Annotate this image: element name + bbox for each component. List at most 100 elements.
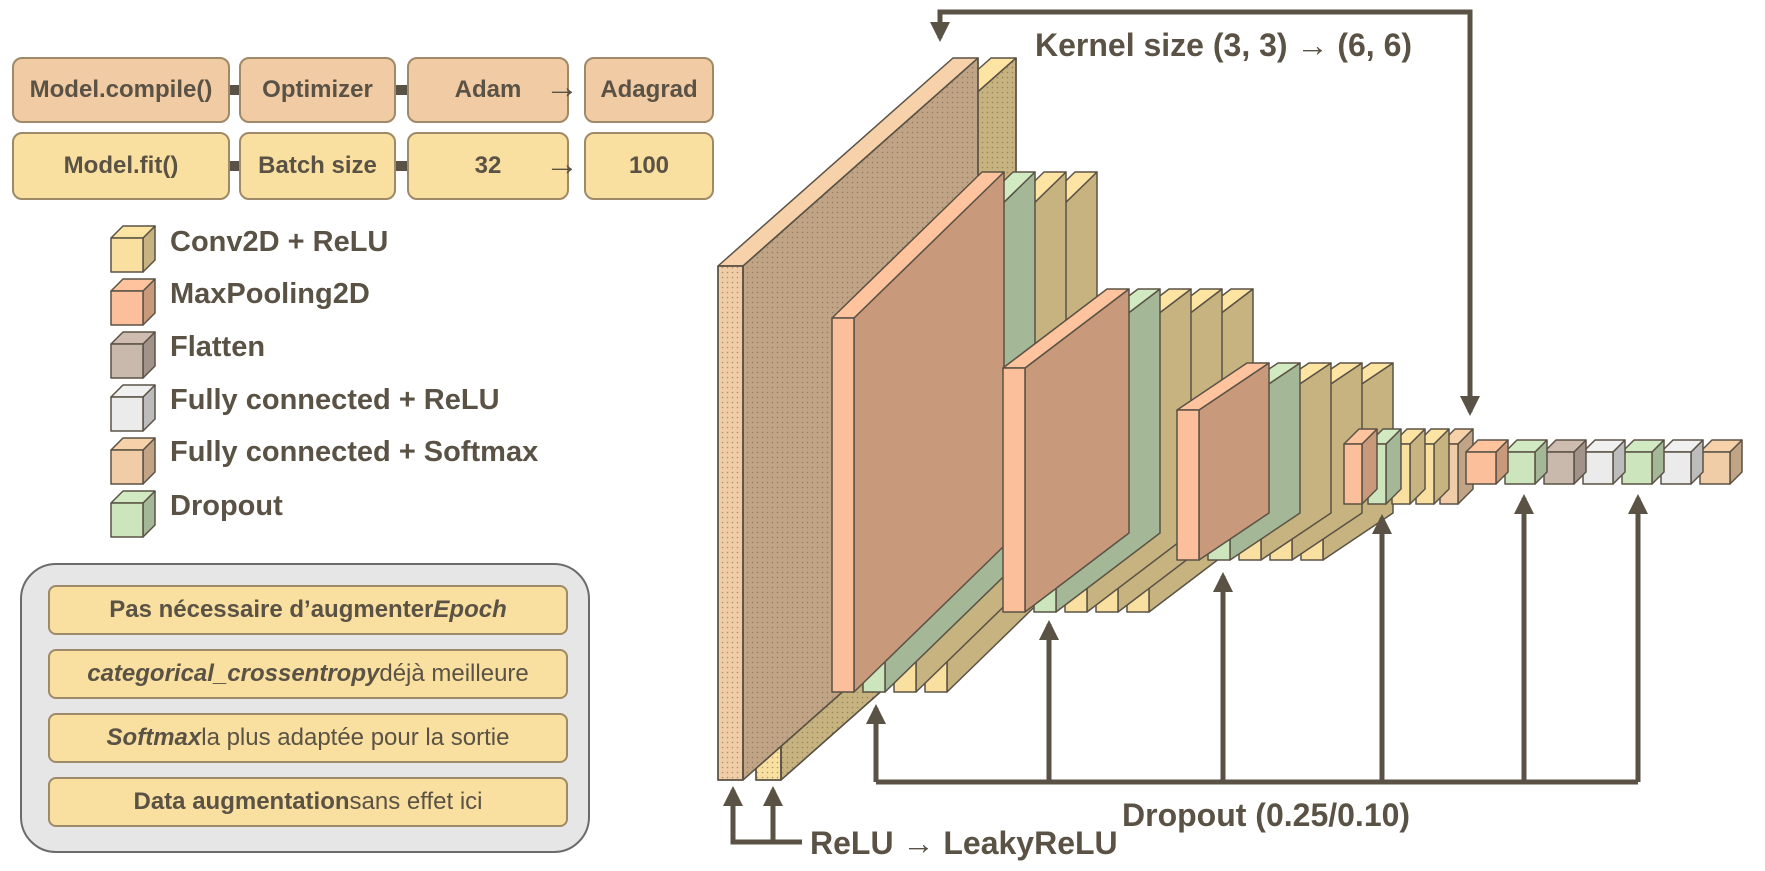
dropout-label: Dropout (0.25/0.10) bbox=[1122, 797, 1410, 833]
legend-label-dropout: Dropout bbox=[170, 490, 283, 522]
legend-label-flatten: Flatten bbox=[170, 331, 266, 363]
layer-top bbox=[1343, 428, 1378, 445]
layer-drop-2-1 bbox=[1033, 288, 1161, 613]
layer-side bbox=[915, 171, 1067, 693]
layer-side bbox=[1651, 439, 1665, 485]
layer-front bbox=[1064, 367, 1088, 613]
layer-front bbox=[110, 237, 144, 273]
layer-front-texture bbox=[755, 265, 782, 781]
layer-top bbox=[1699, 439, 1743, 453]
layer-side bbox=[1229, 362, 1301, 561]
layer-front bbox=[110, 502, 144, 538]
fit-method-box: Model.fit() bbox=[12, 132, 230, 200]
layer-pool-1-0 bbox=[831, 171, 1005, 693]
layer-conv-2-4 bbox=[1126, 288, 1254, 613]
layer-front bbox=[1033, 367, 1057, 613]
layer-drop-3-1 bbox=[1207, 362, 1301, 561]
layer-front bbox=[717, 265, 744, 781]
layer-top bbox=[1660, 439, 1704, 453]
right-arrow-icon: → bbox=[545, 68, 579, 106]
legend-cube-drop bbox=[110, 490, 156, 538]
layer-front bbox=[1367, 443, 1387, 505]
layer-dense-fcr-5 bbox=[1660, 439, 1704, 485]
layer-top bbox=[1269, 362, 1363, 411]
layer-conv-4-3 bbox=[1415, 428, 1450, 505]
layer-front bbox=[1504, 451, 1536, 485]
right-arrow-icon: → bbox=[545, 145, 579, 183]
note-item: categorical_crossentropy déjà meilleure bbox=[48, 649, 568, 699]
legend-label-conv2d: Conv2D + ReLU bbox=[170, 226, 389, 258]
layer-top bbox=[1176, 362, 1270, 411]
layer-front bbox=[924, 317, 948, 693]
layer-dense-pool-0 bbox=[1465, 439, 1509, 485]
layer-side bbox=[946, 171, 1098, 693]
layer-conv-2-3 bbox=[1095, 288, 1223, 613]
layer-dense-fcr-3 bbox=[1582, 439, 1626, 485]
layer-front bbox=[110, 396, 144, 432]
layer-front bbox=[110, 449, 144, 485]
layer-front bbox=[1176, 409, 1200, 561]
compile-method-box: Model.compile() bbox=[12, 57, 230, 123]
layer-conv-2-2 bbox=[1064, 288, 1192, 613]
layer-front bbox=[862, 317, 886, 693]
layer-conv-4-2 bbox=[1391, 428, 1426, 505]
legend-cube-pool bbox=[110, 278, 156, 326]
layer-conv-0-1 bbox=[755, 57, 1017, 781]
layer-side bbox=[1086, 288, 1192, 613]
connector bbox=[396, 161, 407, 171]
layer-top bbox=[831, 171, 1005, 319]
layer-front bbox=[1391, 443, 1411, 505]
layer-pool-3-0 bbox=[1176, 362, 1270, 561]
layer-side bbox=[1573, 439, 1587, 485]
layer-top bbox=[1439, 428, 1474, 445]
note-text: Pas nécessaire d’augmenter bbox=[109, 596, 434, 623]
layer-side bbox=[780, 57, 1017, 781]
kernel-size-arrow bbox=[930, 9, 1480, 416]
layer-top bbox=[1391, 428, 1426, 445]
layer-dense-drop-1 bbox=[1504, 439, 1548, 485]
layer-top bbox=[893, 171, 1067, 319]
legend-cube-fcs bbox=[110, 437, 156, 485]
relu-arrows bbox=[723, 786, 802, 845]
note-text: la plus adaptée pour la sortie bbox=[201, 724, 510, 751]
layer-front bbox=[1699, 451, 1731, 485]
layer-dense-fcs-6 bbox=[1699, 439, 1743, 485]
layer-top bbox=[1415, 428, 1450, 445]
layer-side bbox=[1055, 288, 1161, 613]
layer-front bbox=[1238, 409, 1262, 561]
layer-front bbox=[1207, 409, 1231, 561]
batch-param-box: Batch size bbox=[239, 132, 396, 200]
optimizer-to-box: Adagrad bbox=[584, 57, 714, 123]
layer-side bbox=[1433, 428, 1450, 505]
layer-front bbox=[1439, 443, 1459, 505]
layer-front bbox=[1415, 443, 1435, 505]
layer-side bbox=[1024, 288, 1130, 613]
layer-conv-3-2 bbox=[1238, 362, 1332, 561]
layer-side bbox=[1690, 439, 1704, 485]
note-text: sans effet ici bbox=[349, 788, 483, 815]
cnn-layers bbox=[717, 57, 1743, 781]
dropout-arrows bbox=[866, 494, 1648, 785]
layer-side-texture bbox=[780, 57, 1017, 781]
layer-front bbox=[755, 265, 782, 781]
layer-side bbox=[1534, 439, 1548, 485]
layer-side bbox=[1291, 362, 1363, 561]
legend-label-fc-softmax: Fully connected + Softmax bbox=[170, 436, 539, 468]
layer-top bbox=[1367, 428, 1402, 445]
layer-front bbox=[1002, 367, 1026, 613]
layer-front bbox=[1543, 451, 1575, 485]
note-item: Data augmentation sans effet ici bbox=[48, 777, 568, 827]
layer-front bbox=[1343, 443, 1363, 505]
layer-side bbox=[1361, 428, 1378, 505]
layer-conv-1-3 bbox=[924, 171, 1098, 693]
note-text: déjà meilleure bbox=[379, 660, 529, 687]
connector bbox=[230, 85, 239, 95]
layer-side bbox=[1385, 428, 1402, 505]
note-item: Pas nécessaire d’augmenter Epoch bbox=[48, 585, 568, 635]
batch-to-box: 100 bbox=[584, 132, 714, 200]
layer-side bbox=[884, 171, 1036, 693]
layer-top bbox=[1064, 288, 1192, 369]
legend-label-maxpooling: MaxPooling2D bbox=[170, 278, 370, 310]
layer-side bbox=[1409, 428, 1426, 505]
connector bbox=[230, 161, 239, 171]
